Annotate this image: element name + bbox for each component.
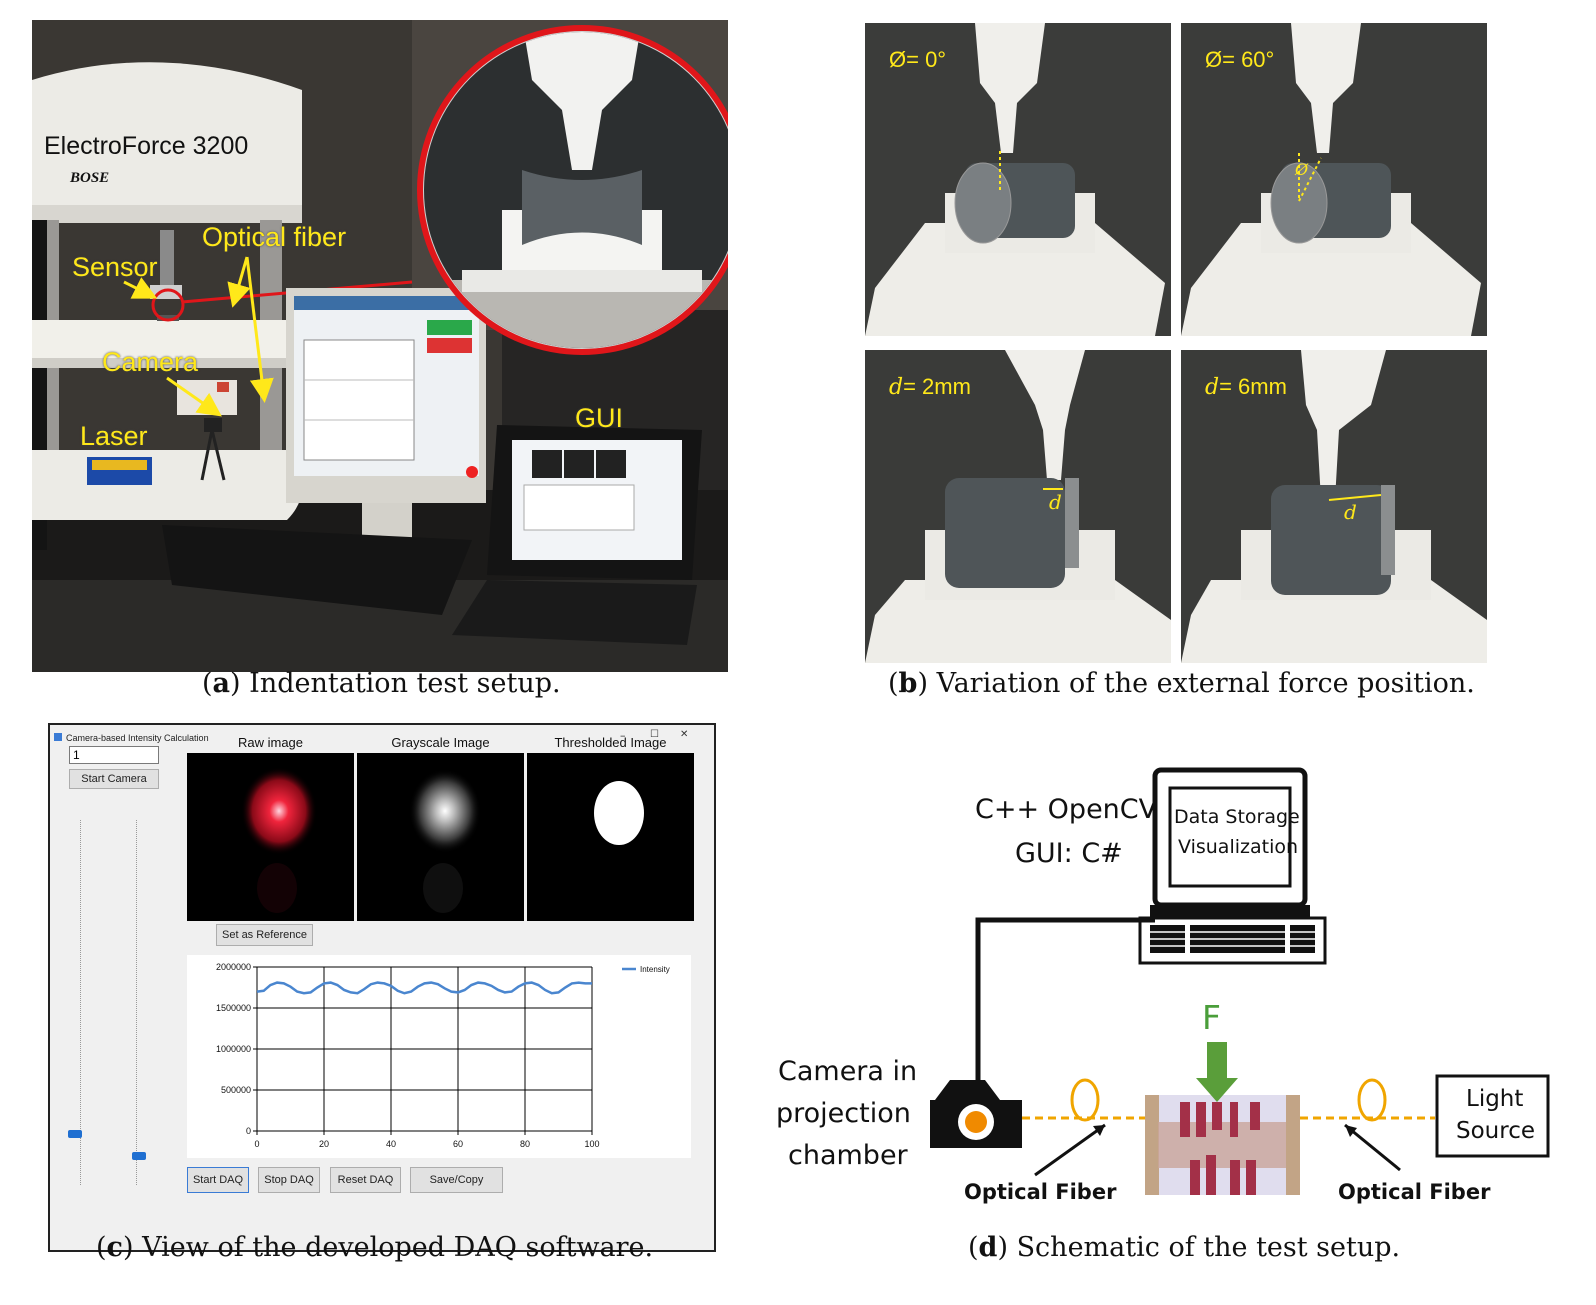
slider-track-2[interactable] bbox=[136, 820, 138, 1185]
photo-distance-2mm: d= 2mm d bbox=[865, 350, 1171, 663]
y-tick-label: 500000 bbox=[221, 1085, 251, 1095]
reset-daq-button[interactable]: Reset DAQ bbox=[330, 1167, 401, 1193]
label-angle-60: Ø= 60° bbox=[1205, 47, 1275, 72]
caption-c: (c) View of the developed DAQ software. bbox=[96, 1232, 654, 1263]
app-icon bbox=[54, 733, 62, 741]
daq-software-window: Camera-based Intensity Calculation – ☐ ✕… bbox=[48, 723, 716, 1252]
fiber-label-right: Optical Fiber bbox=[1338, 1180, 1491, 1204]
x-tick-label: 80 bbox=[520, 1139, 530, 1149]
light-source-label-2: Source bbox=[1456, 1118, 1535, 1144]
screen-label-2: Visualization bbox=[1178, 836, 1299, 858]
slider-track-1[interactable] bbox=[80, 820, 82, 1185]
x-tick-label: 40 bbox=[386, 1139, 396, 1149]
photo-angle-60: Ø= 60° Ø bbox=[1181, 23, 1487, 336]
x-tick-label: 100 bbox=[584, 1139, 599, 1149]
y-tick-label: 0 bbox=[246, 1126, 251, 1136]
marker-d-6mm: d bbox=[1344, 500, 1357, 524]
force-label: F bbox=[1202, 998, 1221, 1037]
raw-image-title: Raw image bbox=[237, 735, 304, 750]
slider-thumb-2[interactable] bbox=[132, 1151, 146, 1160]
label-laser: Laser bbox=[80, 421, 148, 451]
caption-b: (b) Variation of the external force posi… bbox=[888, 668, 1475, 699]
x-tick-label: 0 bbox=[254, 1139, 259, 1149]
marker-d-2mm: d bbox=[1049, 490, 1062, 514]
intensity-series-line bbox=[256, 981, 592, 995]
slider-thumb-1[interactable] bbox=[68, 1129, 82, 1138]
marker-angle: Ø bbox=[1295, 160, 1309, 179]
camera-label-3: chamber bbox=[788, 1140, 908, 1171]
y-tick-label: 1500000 bbox=[216, 1003, 251, 1013]
camera-index-input[interactable] bbox=[69, 746, 159, 764]
label-angle-0: Ø= 0° bbox=[889, 47, 947, 72]
test-setup-schematic: C++ OpenCV GUI: C# Data Storage Visualiz… bbox=[760, 760, 1560, 1230]
thresholded-image-title: Thresholded Image bbox=[554, 735, 667, 750]
stop-daq-button[interactable]: Stop DAQ bbox=[258, 1167, 320, 1193]
software-label-1: C++ OpenCV bbox=[975, 794, 1158, 825]
brand-logo: BOSE bbox=[70, 170, 110, 186]
intensity-chart-svg: 0 20 40 60 80 100 0 500000 1000000 1500000 2000000… bbox=[216, 962, 670, 1149]
label-distance-6mm: d= 6mm bbox=[1205, 374, 1287, 400]
camera-label-1: Camera in bbox=[778, 1056, 918, 1087]
intensity-chart: 0 20 40 60 80 100 0 500000 1000000 1500000 2000000… bbox=[187, 955, 691, 1158]
light-source-label-1: Light bbox=[1466, 1086, 1524, 1112]
label-sensor: Sensor bbox=[72, 252, 158, 282]
grayscale-image-view bbox=[357, 753, 524, 921]
close-icon[interactable]: ✕ bbox=[680, 729, 689, 740]
indentation-setup-photo: ElectroForce 3200 BOSE Sensor Optical fi… bbox=[32, 20, 728, 672]
set-reference-button[interactable]: Set as Reference bbox=[216, 924, 313, 946]
maximize-icon[interactable]: ☐ bbox=[650, 729, 659, 740]
y-tick-label: 2000000 bbox=[216, 962, 251, 972]
caption-d: (d) Schematic of the test setup. bbox=[968, 1232, 1401, 1263]
start-camera-button[interactable]: Start Camera bbox=[69, 769, 159, 789]
legend-label: Intensity bbox=[640, 965, 670, 974]
label-distance-2mm: d= 2mm bbox=[889, 374, 971, 400]
machine-label: ElectroForce 3200 bbox=[44, 132, 249, 160]
x-tick-label: 20 bbox=[319, 1139, 329, 1149]
label-gui: GUI bbox=[575, 403, 624, 433]
start-daq-button[interactable]: Start DAQ bbox=[187, 1167, 249, 1193]
y-tick-label: 1000000 bbox=[216, 1044, 251, 1054]
fiber-label-left: Optical Fiber bbox=[964, 1180, 1117, 1204]
software-label-2: GUI: C# bbox=[1015, 838, 1123, 869]
thresholded-image-view bbox=[527, 753, 694, 921]
photo-angle-0: Ø= 0° bbox=[865, 23, 1171, 336]
minimize-icon[interactable]: – bbox=[620, 729, 626, 742]
window-title: Camera-based Intensity Calculation bbox=[66, 733, 209, 743]
grayscale-image-title: Grayscale Image bbox=[391, 735, 490, 750]
x-tick-label: 60 bbox=[453, 1139, 463, 1149]
save-copy-button[interactable]: Save/Copy bbox=[410, 1167, 503, 1193]
raw-image-view bbox=[187, 753, 354, 921]
caption-a: (a) Indentation test setup. bbox=[202, 668, 561, 699]
label-camera: Camera bbox=[102, 347, 199, 377]
photo-distance-6mm: d= 6mm d bbox=[1181, 350, 1487, 663]
screen-label-1: Data Storage bbox=[1174, 806, 1300, 828]
label-optical-fiber: Optical fiber bbox=[202, 222, 347, 252]
camera-label-2: projection bbox=[776, 1098, 911, 1129]
